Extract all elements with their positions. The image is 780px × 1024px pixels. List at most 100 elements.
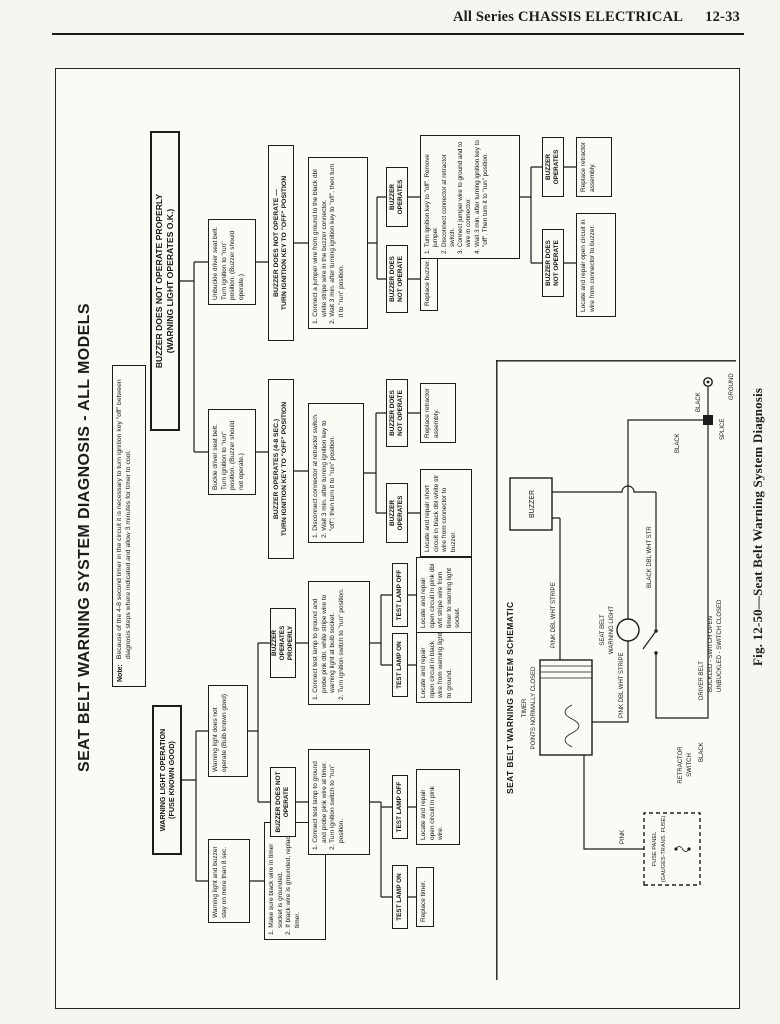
a1-item-2: 2. If black wire is grounded, replace ti… [285,832,301,935]
page-number: 12-33 [705,9,740,25]
flow-box-c-buzzer-not-operate: BUZZER DOES NOT OPERATE [386,379,408,447]
header-title: All Series CHASSIS ELECTRICAL [452,9,684,25]
d-op-item-4: 4. Wait 3 min. after turning ignition ke… [473,140,490,254]
d-op-item-1: 1. Turn ignition key to "off". Remove ju… [424,154,440,254]
flow-box-test-lamp-pink-wire: 1. Connect test lamp to ground and probe… [308,749,370,855]
wire-label-black-2: BLACK [696,392,702,412]
flow-box-jumper-wire-buzzer-connector: 1. Connect a jumper wire from ground to … [308,157,368,329]
h2-line2: (WARNING LIGHT OPERATES O.K.) [165,208,175,354]
a1-item-1: 1. Make sure black wire in timer socket … [268,843,284,935]
flow-box-buzzer-operates-4-8-sec: BUZZER OPERATES (4-8 SEC.)TURN IGNITION … [268,379,294,559]
timer-coil-icon [564,704,580,748]
flow-box-e-buzzer-not-operate: BUZZER DOES NOT OPERATE [542,229,564,297]
flow-box-buzzer-does-not-operate-key-off: BUZZER DOES NOT OPERATE —TURN IGNITION K… [268,145,294,341]
h1-line2: (FUSE KNOWN GOOD) [167,741,176,819]
warning-light-label-2: WARNING LIGHT [609,606,615,654]
retractor-switch-label-2: SWITCH [687,753,693,777]
wire-label-black-1: BLACK [675,433,681,453]
flow-box-d-buzzer-operates: BUZZER OPERATES [386,167,408,227]
d-op-item-3: 3. Connect jumper wire to ground and to … [457,141,473,254]
ground-label: GROUND [729,373,735,400]
retractor-switch-label-1: RETRACTOR [678,746,684,784]
b2a-item-1: 1. Connect test lamp to ground and probe… [312,594,337,700]
d2-item-2: 2. Wait 3 min. after turning ignition ke… [329,163,345,324]
flow-box-test-lamp-bulb-socket: 1. Connect test lamp to ground and probe… [308,581,370,705]
flow-box-warning-light-operation: WARNING LIGHT OPERATION(FUSE KNOWN GOOD) [152,705,182,855]
d1-line1: BUZZER DOES NOT OPERATE — [272,189,280,297]
fuse-icon [675,846,690,852]
b1a-item-2: 2. Turn ignition switch to "run" positio… [329,764,345,850]
flow-box-buzzer-not-operate-properly: BUZZER DOES NOT OPERATE PROPERLY(WARNING… [150,131,180,431]
flow-box-unbuckle-belt: Unbuckle driver seat belt. Turn ignition… [208,219,256,305]
wire-label-pink: PINK [620,830,626,844]
page-header: All Series CHASSIS ELECTRICAL 12-33 [453,9,740,26]
flow-box-warning-light-not-operate: Warning light does not operate (Bulb kno… [208,685,248,777]
splice-label: SPLICE [720,419,726,440]
c1-line1: BUZZER OPERATES (4-8 SEC.) [272,418,280,520]
header-rule [52,33,744,36]
wire-label-pink-dbl-2: PINK DBL WHT STRIPE [619,652,625,718]
d1-line2: TURN IGNITION KEY TO "OFF" POSITION [281,175,288,311]
belt-note-1: DRIVER BELT [699,661,705,700]
h1-line1: WARNING LIGHT OPERATION [158,728,167,832]
c1-line2: TURN IGNITION KEY TO "OFF" POSITION [281,401,288,537]
connector-lines [180,166,576,898]
b2a-item-2: 2. Turn ignition switch to "run" positio… [337,588,345,700]
d2-item-1: 1. Connect a jumper wire from ground to … [312,169,328,324]
fuse-panel-label-2: (GAUGES-TRANS. FUSE) [661,816,667,883]
switch-terminal-2 [654,651,658,655]
belt-note-3: UNBUCKLED - SWITCH CLOSED [717,599,723,692]
ground-icon-dot [706,380,710,384]
flow-box-c-buzzer-operates: BUZZER OPERATES [386,483,408,543]
flow-box-replace-retractor-1: Replace retractor assembly. [420,383,456,443]
wire-label-pink-dbl-1: PINK DBL WHT STRIPE [551,582,557,648]
flow-box-d-buzzer-not-operate: BUZZER DOES NOT OPERATE [386,245,408,313]
h2-line1: BUZZER DOES NOT OPERATE PROPERLY [154,193,165,369]
seat-belt-schematic: SEAT BELT WARNING SYSTEM SCHEMATIC TIMER… [496,360,736,980]
flow-box-jumper-retractor-steps: 1. Turn ignition key to "off". Remove ju… [420,135,520,259]
d-op-item-2: 2. Disconnect connector at retractor swi… [440,154,456,254]
switch-terminal-1 [654,629,658,633]
timer-pins [540,665,592,679]
flowchart-title: SEAT BELT WARNING SYSTEM DIAGNOSIS - ALL… [76,303,93,772]
schematic-wires [552,387,709,850]
flow-box-test-lamp-off-2: TEST LAMP OFF [392,563,408,627]
note-label: Note: [117,664,124,682]
fuse-panel-box [643,812,701,886]
flow-box-repair-short-circuit: Locate and repair short circuit in black… [420,469,472,557]
diagram-frame: SEAT BELT WARNING SYSTEM DIAGNOSIS - ALL… [55,68,740,1009]
timer-symbol [539,659,593,756]
flow-box-repair-black-wire: Locate and repair open circuit in black … [416,627,472,703]
belt-note-2: BUCKLED - SWITCH OPEN [708,616,714,692]
c2-item-2: 2. Wait 3 min. after turning ignition ke… [320,420,337,538]
flow-box-repair-pink-wire: Locate and repair open circuit in pink w… [416,769,460,845]
b1a-item-1: 1. Connect test lamp to ground and probe… [312,761,328,850]
ground-icon [703,377,713,387]
flow-box-replace-timer: Replace timer. [416,867,434,927]
buzzer-label: BUZZER [529,490,536,518]
flow-box-replace-retractor-2: Replace retractor assembly. [576,137,612,197]
fuse-panel-label-1: FUSE PANEL [652,832,658,866]
flow-box-buzzer-operates-properly: BUZZER OPERATES PROPERLY [270,608,296,678]
flow-box-repair-pink-dbl-wht: Locate and repair open circuit in pink d… [416,557,472,633]
figure-caption: Fig. 12-50—Seat Belt Warning System Diag… [750,387,765,666]
buzzer-symbol [509,477,553,531]
timer-label-1: TIMER [522,698,528,717]
wire-label-black-3: BLACK [699,742,705,762]
wire-label-black-dbl: BLACK DBL WHT STR [647,526,653,588]
flow-box-buckle-belt: Buckle driver seat belt. Turn ignition t… [208,409,256,495]
rotated-flowchart-canvas: SEAT BELT WARNING SYSTEM DIAGNOSIS - ALL… [56,69,736,1005]
warning-light-icon [616,618,640,642]
flow-box-disconnect-retractor: 1. Disconnect connector at retractor swi… [308,403,364,543]
flow-box-e-buzzer-operates: BUZZER OPERATES [542,137,564,197]
note-box: Note: Because of the 4-8 second timer in… [112,365,146,687]
flow-box-test-lamp-on-1: TEST LAMP ON [392,865,408,929]
flow-box-test-lamp-off-1: TEST LAMP OFF [392,775,408,839]
flow-box-repair-open-circuit-buzzer: Locate and repair open circuit in wire f… [576,213,616,317]
warning-light-label-1: SEAT BELT [600,614,606,646]
schematic-title: SEAT BELT WARNING SYSTEM SCHEMATIC [505,601,515,794]
note-text: Because of the 4-8 second timer in the c… [116,379,132,660]
splice-icon [703,415,713,425]
schematic-border [496,360,736,980]
